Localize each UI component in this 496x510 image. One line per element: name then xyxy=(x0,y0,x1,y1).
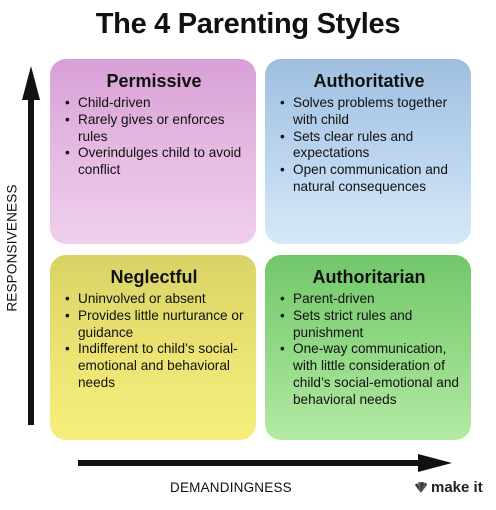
vertical-axis-arrow xyxy=(22,66,40,425)
quadrant-neglectful: Neglectful Uninvolved or absent Provides… xyxy=(50,255,256,440)
list-item: Overindulges child to avoid conflict xyxy=(62,145,246,179)
list-item: Indifferent to child’s social-emotional … xyxy=(62,341,246,391)
list-item: Open communication and natural consequen… xyxy=(277,162,461,196)
list-item: Provides little nurturance or guidance xyxy=(62,308,246,342)
vertical-axis-label: RESPONSIVENESS xyxy=(4,184,20,312)
list-item: Sets clear rules and expectations xyxy=(277,129,461,163)
list-item: Sets strict rules and punishment xyxy=(277,308,461,342)
list-item: Solves problems together with child xyxy=(277,95,461,129)
quadrant-title: Authoritarian xyxy=(312,267,426,287)
list-item: Parent-driven xyxy=(277,291,461,308)
quadrant-title: Permissive xyxy=(106,71,202,91)
horizontal-axis-label: DEMANDINGNESS xyxy=(170,480,292,495)
quadrant-title: Authoritative xyxy=(313,71,425,91)
list-item: One-way communication, with little consi… xyxy=(277,341,461,408)
bullet-list: Child-driven Rarely gives or enforces ru… xyxy=(62,95,246,179)
bullet-list: Solves problems together with child Sets… xyxy=(277,95,461,196)
quadrant-authoritarian: Authoritarian Parent-driven Sets strict … xyxy=(265,255,471,440)
horizontal-axis-arrow xyxy=(78,454,452,472)
quadrant-permissive: Permissive Child-driven Rarely gives or … xyxy=(50,59,256,244)
peacock-icon xyxy=(415,481,428,493)
quadrant-title: Neglectful xyxy=(110,267,198,287)
quadrant-authoritative: Authoritative Solves problems together w… xyxy=(265,59,471,244)
list-item: Rarely gives or enforces rules xyxy=(62,112,246,146)
logo-text: make it xyxy=(431,479,483,496)
bullet-list: Uninvolved or absent Provides little nur… xyxy=(62,291,246,392)
brand-logo: make it xyxy=(414,479,483,496)
bullet-list: Parent-driven Sets strict rules and puni… xyxy=(277,291,461,409)
list-item: Uninvolved or absent xyxy=(62,291,246,308)
list-item: Child-driven xyxy=(62,95,246,112)
diagram-title: The 4 Parenting Styles xyxy=(95,8,401,40)
